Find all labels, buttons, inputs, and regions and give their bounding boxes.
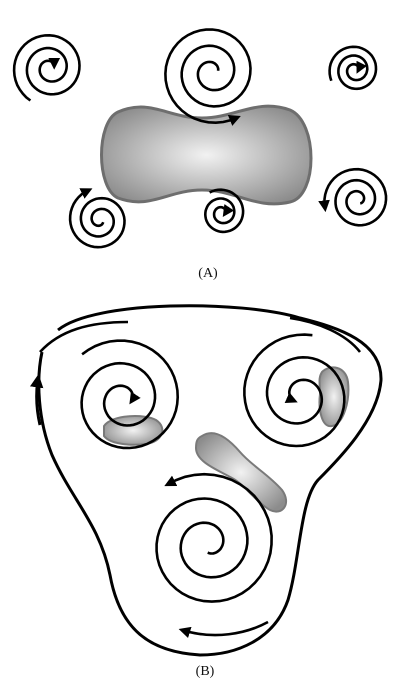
bottom-arrow	[182, 622, 268, 635]
spiral-a-3	[330, 47, 376, 89]
spiral-a-2	[165, 30, 250, 123]
panel-b-label: (B)	[185, 664, 225, 680]
spiral-a-6	[325, 169, 387, 225]
panel-b	[37, 306, 381, 655]
panel-a-label: (A)	[188, 266, 228, 282]
panel-a	[14, 30, 386, 248]
spiral-a-5	[205, 190, 243, 232]
spiral-a-1	[14, 35, 79, 100]
outer-inner-arc	[40, 322, 128, 352]
